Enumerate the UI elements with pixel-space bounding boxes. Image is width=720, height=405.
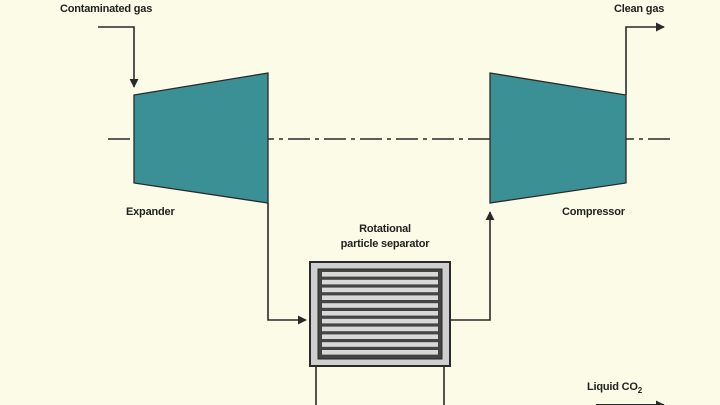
separator-slat [322,287,438,293]
liquid-co2-label-subscript: 2 [637,386,642,396]
separator-slat [322,279,438,285]
separator-slat [322,295,438,300]
separator-slat [322,326,438,332]
separator-slat [322,350,438,355]
separator-label: Rotational particle separator [310,222,460,252]
contaminated-gas-inlet-arrow [98,26,139,88]
separator-slat [322,303,438,308]
separator-slat [322,272,438,277]
liquid-co2-label: Liquid CO2 [587,381,642,395]
contaminated-gas-label: Contaminated gas [60,3,153,15]
clean-gas-outlet-arrow [625,22,665,95]
expander-to-separator-arrow [267,203,307,325]
expander-shape [133,72,269,204]
separator-slat [322,334,438,339]
separator-label-line2: particle separator [340,238,430,250]
expander-label: Expander [126,206,175,218]
separator-label-line1: Rotational [359,223,411,235]
separator-shape [309,261,451,367]
liquid-co2-label-text: Liquid CO [587,381,638,393]
compressor-shape [489,72,627,204]
separator-slat [322,342,438,347]
separator-slat [322,318,438,324]
compressor-label: Compressor [562,206,625,218]
clean-gas-label: Clean gas [614,3,665,15]
separator-to-compressor-arrow [450,211,495,321]
separator-slat [322,311,438,316]
